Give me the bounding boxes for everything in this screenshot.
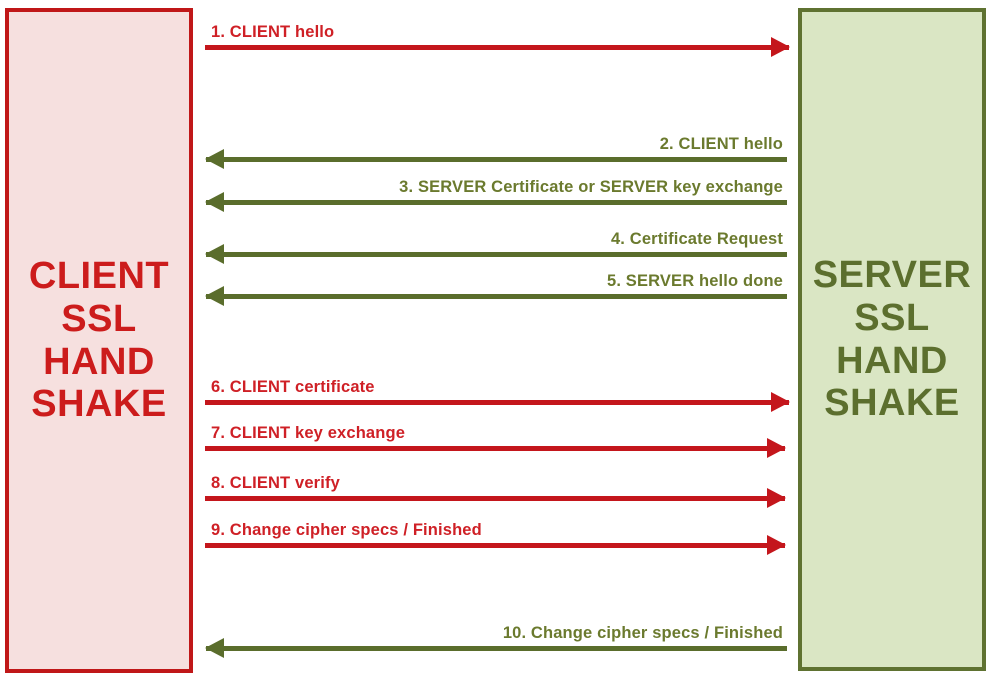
arrow-right-icon [771, 392, 790, 412]
client-label-line-4: SHAKE [31, 383, 167, 426]
server-label-line-1: SERVER [812, 254, 972, 297]
arrow-left-icon [205, 286, 224, 306]
message-5-arrow-shaft [206, 294, 787, 299]
client-label-line-3: HAND [43, 340, 155, 383]
client-label-line-2: SSL [61, 297, 137, 340]
client-label-line-1: CLIENT [28, 255, 170, 298]
message-5-label: 5. SERVER hello done [607, 272, 783, 290]
message-1-arrow-shaft [205, 45, 789, 50]
arrow-right-icon [771, 37, 790, 57]
message-2-label: 2. CLIENT hello [659, 135, 783, 153]
arrow-right-icon [767, 488, 786, 508]
server-endpoint-box: SERVER SSL HAND SHAKE [798, 8, 986, 671]
server-label-line-2: SSL [854, 296, 930, 339]
message-10-arrow-shaft [206, 646, 787, 651]
arrow-left-icon [205, 149, 224, 169]
message-10-label: 10. Change cipher specs / Finished [502, 624, 783, 642]
message-1-label: 1. CLIENT hello [211, 23, 335, 41]
message-4: 4. Certificate Request [205, 223, 787, 264]
server-label-line-3: HAND [836, 339, 948, 382]
message-5: 5. SERVER hello done [205, 265, 787, 306]
message-8-arrow-shaft [205, 496, 785, 501]
message-3: 3. SERVER Certificate or SERVER key exch… [205, 171, 787, 212]
message-10: 10. Change cipher specs / Finished [205, 617, 787, 658]
message-9-label: 9. Change cipher specs / Finished [211, 521, 482, 539]
message-2: 2. CLIENT hello [205, 128, 787, 169]
message-8-label: 8. CLIENT verify [211, 474, 340, 492]
message-6-label: 6. CLIENT certificate [211, 378, 375, 396]
arrow-right-icon [767, 535, 786, 555]
message-6: 6. CLIENT certificate [205, 371, 790, 412]
message-7-arrow-shaft [205, 446, 785, 451]
message-1: 1. CLIENT hello [205, 16, 790, 57]
arrow-right-icon [767, 438, 786, 458]
arrow-left-icon [205, 638, 224, 658]
message-9: 9. Change cipher specs / Finished [205, 514, 786, 555]
message-4-arrow-shaft [206, 252, 787, 257]
message-3-label: 3. SERVER Certificate or SERVER key exch… [399, 178, 783, 196]
message-9-arrow-shaft [205, 543, 785, 548]
arrow-left-icon [205, 192, 224, 212]
message-8: 8. CLIENT verify [205, 467, 786, 508]
message-2-arrow-shaft [206, 157, 787, 162]
client-endpoint-box: CLIENT SSL HAND SHAKE [5, 8, 193, 673]
message-6-arrow-shaft [205, 400, 789, 405]
server-label-line-4: SHAKE [824, 382, 960, 425]
message-7-label: 7. CLIENT key exchange [211, 424, 406, 442]
message-7: 7. CLIENT key exchange [205, 417, 786, 458]
message-3-arrow-shaft [206, 200, 787, 205]
message-4-label: 4. Certificate Request [610, 230, 783, 248]
arrow-left-icon [205, 244, 224, 264]
